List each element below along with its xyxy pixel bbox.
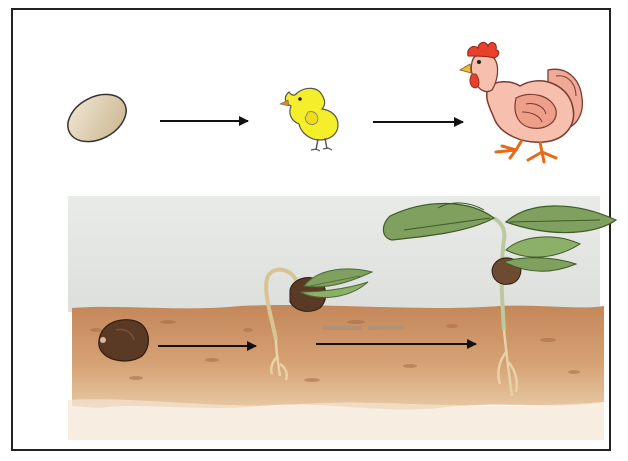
egg-icon — [67, 93, 127, 143]
seedling-icon — [264, 267, 374, 381]
seed-icon — [98, 319, 149, 362]
plant-growth-row — [68, 196, 618, 440]
chick-icon — [279, 87, 339, 152]
soil-band — [72, 305, 604, 410]
chicken-life-cycle-row — [67, 41, 584, 164]
plant-icon — [382, 202, 618, 397]
faded-marks — [322, 326, 404, 330]
hen-icon — [458, 41, 584, 164]
